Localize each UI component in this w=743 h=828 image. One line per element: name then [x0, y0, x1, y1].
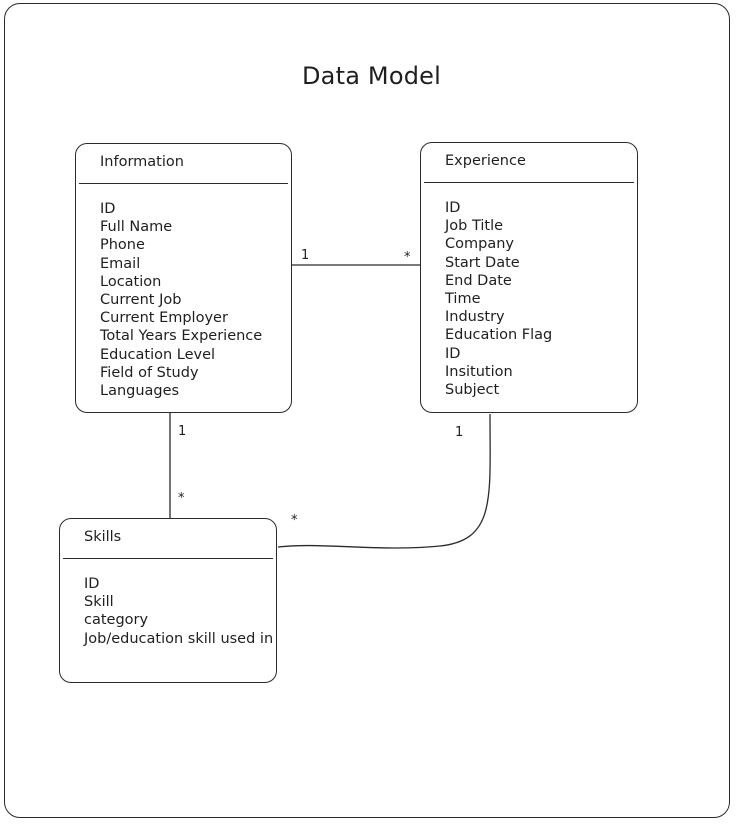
- entity-title-information: Information: [100, 154, 184, 170]
- entity-attribute: Education Flag: [445, 327, 553, 344]
- entity-attribute: category: [84, 612, 149, 629]
- entity-divider-experience: [424, 182, 634, 183]
- entity-box-experience[interactable]: Experience ID Job Title Company Start Da…: [420, 142, 638, 413]
- cardinality-information-skills-to: *: [178, 491, 185, 506]
- entity-attribute: Job Title: [445, 218, 504, 235]
- cardinality-information-experience-from: 1: [301, 248, 310, 263]
- entity-attribute: ID: [445, 345, 461, 362]
- entity-attribute-list-information: ID Full Name Phone Email Location Curren…: [100, 200, 285, 400]
- entity-header-experience: Experience: [421, 143, 637, 182]
- entity-attribute: ID: [445, 200, 461, 216]
- entity-attribute: Full Name: [100, 219, 173, 236]
- entity-divider-skills: [63, 558, 273, 559]
- entity-attribute: Time: [445, 291, 481, 308]
- entity-attribute: Email: [100, 255, 141, 272]
- entity-attribute: Company: [445, 236, 514, 253]
- page-title: Data Model: [302, 62, 441, 90]
- entity-title-skills: Skills: [84, 529, 122, 545]
- entity-attribute-list-skills: ID Skill category Job/education skill us…: [84, 575, 274, 648]
- entity-attribute: Location: [100, 273, 162, 290]
- entity-title-experience: Experience: [445, 153, 526, 169]
- entity-attribute: Insitution: [445, 363, 513, 380]
- cardinality-information-experience-to: *: [404, 250, 411, 265]
- entity-attribute: ID: [100, 201, 116, 217]
- entity-attribute: Total Years Experience: [100, 328, 263, 345]
- entity-attribute: Skill: [84, 594, 114, 611]
- entity-attribute: Subject: [445, 382, 500, 399]
- entity-divider-information: [79, 183, 288, 184]
- entity-attribute-list-experience: ID Job Title Company Start Date End Date…: [445, 199, 631, 399]
- entity-attribute: End Date: [445, 272, 512, 289]
- entity-attribute: Industry: [445, 309, 505, 326]
- entity-box-information[interactable]: Information ID Full Name Phone Email Loc…: [75, 143, 292, 413]
- entity-attribute: ID: [84, 576, 100, 592]
- entity-header-information: Information: [76, 144, 291, 183]
- entity-attribute: Current Job: [100, 292, 182, 309]
- entity-header-skills: Skills: [60, 519, 276, 558]
- entity-box-skills[interactable]: Skills ID Skill category Job/education s…: [59, 518, 277, 683]
- entity-attribute: Start Date: [445, 254, 520, 271]
- entity-attribute: Job/education skill used in: [84, 630, 274, 647]
- entity-attribute: Current Employer: [100, 310, 228, 327]
- cardinality-experience-skills-to: *: [291, 513, 298, 528]
- entity-attribute: Phone: [100, 237, 145, 254]
- entity-attribute: Education Level: [100, 346, 216, 363]
- cardinality-experience-skills-from: 1: [455, 425, 464, 440]
- entity-attribute: Languages: [100, 383, 180, 400]
- entity-attribute: Field of Study: [100, 364, 199, 381]
- cardinality-information-skills-from: 1: [178, 424, 187, 439]
